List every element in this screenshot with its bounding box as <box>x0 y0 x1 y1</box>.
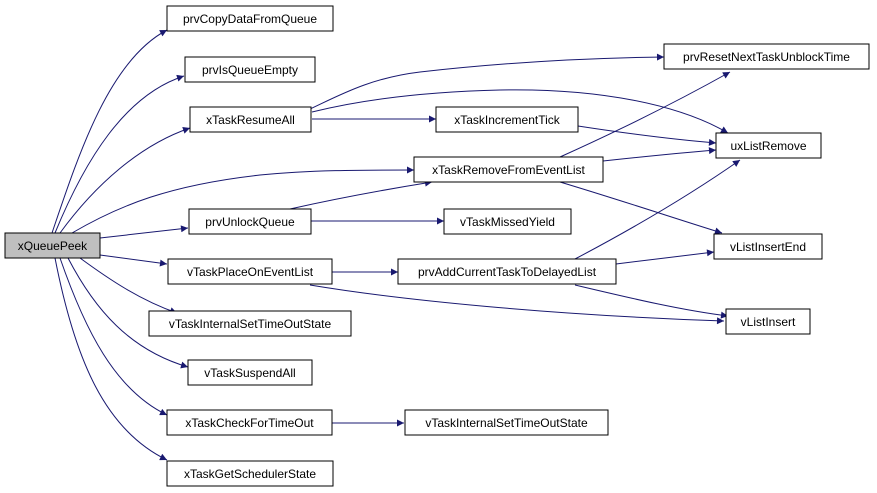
edge-prvUnlockQueue-xTaskRemoveFromEventList <box>289 179 433 210</box>
edge-xQueuePeek-xTaskGetSchedulerState <box>54 257 168 461</box>
edge-xTaskRemoveFromEventList-vListInsertEnd <box>559 181 723 235</box>
node-label: prvAddCurrentTaskToDelayedList <box>418 265 597 279</box>
node-label: xTaskIncrementTick <box>454 113 561 127</box>
node-vTaskPlaceOnEventList[interactable]: vTaskPlaceOnEventList <box>167 258 333 285</box>
node-label: vTaskInternalSetTimeOutState <box>425 416 588 430</box>
edge-xTaskResumeAll-uxListRemove <box>311 89 729 134</box>
node-vTaskMissedYield[interactable]: vTaskMissedYield <box>443 208 572 235</box>
node-prvAddCurrentTaskToDelayedList[interactable]: prvAddCurrentTaskToDelayedList <box>397 258 617 285</box>
node-label: prvResetNextTaskUnblockTime <box>683 50 850 64</box>
node-label: vListInsert <box>741 315 796 329</box>
node-xTaskRemoveFromEventList[interactable]: xTaskRemoveFromEventList <box>413 156 604 183</box>
edge-xTaskResumeAll-prvResetNextTaskUnblockTime <box>309 53 665 110</box>
edge-xTaskRemoveFromEventList-prvResetNextTaskUnblockTime <box>559 71 731 158</box>
node-xTaskGetSchedulerState[interactable]: xTaskGetSchedulerState <box>166 460 334 487</box>
node-label: vTaskSuspendAll <box>204 366 295 380</box>
edge-xQueuePeek-vTaskPlaceOnEventList <box>99 254 168 267</box>
node-xTaskResumeAll[interactable]: xTaskResumeAll <box>189 106 312 133</box>
node-label: vTaskMissedYield <box>460 215 555 229</box>
edge-xTaskIncrementTick-uxListRemove <box>577 125 717 146</box>
edge-prvAddCurrentTaskToDelayedList-vListInsertEnd <box>615 249 715 265</box>
node-label: uxListRemove <box>730 139 806 153</box>
node-label: xQueuePeek <box>18 239 88 253</box>
node-label: xTaskRemoveFromEventList <box>432 163 585 177</box>
edge-prvAddCurrentTaskToDelayedList-uxListRemove <box>574 159 741 260</box>
node-prvIsQueueEmpty[interactable]: prvIsQueueEmpty <box>184 56 316 83</box>
node-label: xTaskResumeAll <box>206 113 295 127</box>
node-vTaskInternalSetTimeOutState-1[interactable]: vTaskInternalSetTimeOutState <box>148 310 352 337</box>
node-uxListRemove[interactable]: uxListRemove <box>715 132 822 159</box>
node-label: prvIsQueueEmpty <box>202 63 298 77</box>
edge-xQueuePeek-vTaskSuspendAll <box>67 257 189 369</box>
node-vListInsertEnd[interactable]: vListInsertEnd <box>713 233 823 260</box>
node-vListInsert[interactable]: vListInsert <box>725 308 811 335</box>
edge-prvAddCurrentTaskToDelayedList-vListInsert <box>574 284 729 319</box>
node-label: vTaskPlaceOnEventList <box>187 265 314 279</box>
node-label: vTaskInternalSetTimeOutState <box>169 317 332 331</box>
node-label: xTaskCheckForTimeOut <box>185 416 314 430</box>
node-label: xTaskGetSchedulerState <box>184 467 316 481</box>
node-label: vListInsertEnd <box>730 240 806 254</box>
edge-xTaskRemoveFromEventList-uxListRemove <box>602 147 717 162</box>
edge-vTaskPlaceOnEventList-vListInsert <box>309 284 725 325</box>
node-vTaskSuspendAll[interactable]: vTaskSuspendAll <box>187 359 313 386</box>
node-prvResetNextTaskUnblockTime[interactable]: prvResetNextTaskUnblockTime <box>663 43 870 70</box>
node-vTaskInternalSetTimeOutState-2[interactable]: vTaskInternalSetTimeOutState <box>404 409 609 436</box>
edge-xQueuePeek-xTaskRemoveFromEventList <box>71 166 415 234</box>
edge-xQueuePeek-vTaskInternalSetTimeOutState-1 <box>79 257 178 314</box>
edge-xQueuePeek-xTaskCheckForTimeOut <box>59 257 168 416</box>
node-xTaskIncrementTick[interactable]: xTaskIncrementTick <box>435 106 579 133</box>
node-label: prvUnlockQueue <box>205 215 295 229</box>
edge-xQueuePeek-prvIsQueueEmpty <box>54 74 185 234</box>
node-prvCopyDataFromQueue[interactable]: prvCopyDataFromQueue <box>166 5 334 32</box>
node-xTaskCheckForTimeOut[interactable]: xTaskCheckForTimeOut <box>166 409 333 436</box>
node-xQueuePeek[interactable]: xQueuePeek <box>4 232 101 259</box>
node-prvUnlockQueue[interactable]: prvUnlockQueue <box>188 208 312 235</box>
edge-xQueuePeek-xTaskResumeAll <box>59 126 191 234</box>
edge-xQueuePeek-prvUnlockQueue <box>99 225 189 239</box>
edge-xQueuePeek-prvCopyDataFromQueue <box>51 29 168 234</box>
node-label: prvCopyDataFromQueue <box>183 12 317 26</box>
